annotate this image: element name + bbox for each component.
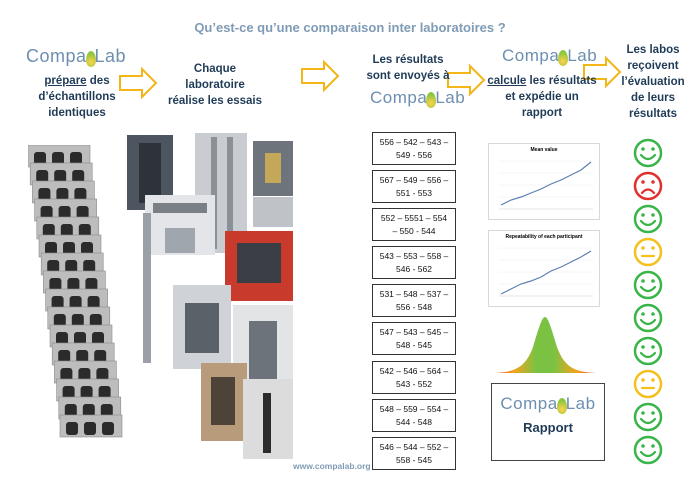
logo-text-right: Lab [565,394,596,413]
result-line-1: 567 – 549 – 556 – [379,175,449,185]
step-prepare-text-1: des [86,75,110,87]
result-line-1: 556 – 542 – 543 – [379,137,449,147]
neutral-smiley-icon [633,369,663,399]
result-box: 548 – 559 – 554 – 544 - 548 [372,399,456,432]
logo-text-left: Compa [502,46,560,65]
arrow-right-icon [583,56,622,88]
result-line-1: 546 – 544 – 552 – [379,442,449,452]
compalab-logo: Compa Lab [370,88,465,108]
step-tests-text-2: laboratoire [185,79,245,91]
step-evaluation-text-1: Les labos [626,44,680,56]
step-prepare: prépare des d’échantillons identiques [22,73,132,121]
step-calculate-text-2: et expédie un [505,91,579,103]
result-line-1: 542 – 546 – 564 – [379,366,449,376]
mean-value-chart: Mean value [488,143,600,220]
result-box: 547 – 543 – 545 – 548 - 545 [372,322,456,355]
happy-smiley-icon [633,402,663,432]
step-send-text-1: Les résultats [372,54,444,66]
result-box: 552 – 5551 – 554 – 550 - 544 [372,208,456,241]
logo-drop-icon [85,51,96,67]
logo-text-right: Lab [94,46,127,66]
happy-smiley-icon [633,435,663,465]
result-line-2: 544 - 548 [396,417,432,427]
result-line-1: 552 – 5551 – 554 [380,213,448,223]
step-tests-text-3: réalise les essais [168,95,262,107]
logo-text-left: Compa [370,88,428,107]
result-box: 542 – 546 – 564 – 543 - 552 [372,361,456,394]
result-line-2: 546 - 562 [396,264,432,274]
happy-smiley-icon [633,138,663,168]
result-line-2: 543 - 552 [396,379,432,389]
testing-machines-photo [127,133,293,459]
result-box: 543 – 553 – 558 – 546 - 562 [372,246,456,279]
report-card: Compa Lab Rapport [491,383,605,461]
result-line-2: 558 - 545 [396,455,432,465]
logo-text-right: Lab [567,46,598,65]
compalab-logo: Compa Lab [26,46,126,67]
arrow-right-icon [447,64,486,96]
result-line-2: 556 - 548 [396,302,432,312]
arrow-right-icon [301,60,340,92]
logo-drop-icon [558,50,569,66]
result-box: 556 – 542 – 543 – 549 - 556 [372,132,456,165]
arrow-right-icon [119,67,158,99]
step-tests: Chaque laboratoire réalise les essais [160,61,270,109]
neutral-smiley-icon [633,237,663,267]
logo-drop-icon [556,398,567,414]
result-line-1: 548 – 559 – 554 – [379,404,449,414]
compalab-logo: Compa Lab [492,394,604,414]
result-line-1: 543 – 553 – 558 – [379,251,449,261]
samples-photo [28,145,123,438]
step-calculate-text-1: les résultats [526,75,597,87]
happy-smiley-icon [633,204,663,234]
gaussian-curve-icon [489,317,601,373]
result-box: 531 – 548 – 537 – 556 - 548 [372,284,456,317]
logo-text-left: Compa [500,394,558,413]
result-line-2: 551 - 553 [396,188,432,198]
result-line-2: 549 - 556 [396,150,432,160]
happy-smiley-icon [633,336,663,366]
repeatability-chart: Repeatability of each participant [488,230,600,307]
result-line-2: – 550 - 544 [392,226,436,236]
result-box: 546 – 544 – 552 – 558 - 545 [372,437,456,470]
page-title: Qu’est-ce qu’une comparaison inter labor… [194,20,506,35]
result-line-2: 548 - 545 [396,340,432,350]
result-box: 567 – 549 – 556 – 551 - 553 [372,170,456,203]
step-evaluation-text-4: de leurs [630,92,676,104]
report-label: Rapport [523,420,573,435]
result-line-1: 547 – 543 – 545 – [379,327,449,337]
website-link[interactable]: www.compalab.org [293,461,371,471]
happy-smiley-icon [633,270,663,300]
repeatability-plot [499,247,593,297]
logo-drop-icon [426,92,437,108]
logo-text-left: Compa [26,46,87,66]
step-evaluation: Les labos reçoivent l’évaluation de leur… [613,42,693,122]
step-prepare-text-3: identiques [48,107,106,119]
happy-smiley-icon [633,303,663,333]
step-send-text-2: sont envoyés à [366,70,450,82]
step-prepare-text-2: d’échantillons [38,91,116,103]
step-evaluation-text-2: reçoivent [627,60,679,72]
step-evaluation-text-3: l’évaluation [621,76,685,88]
mean-value-chart-title: Mean value [530,147,558,153]
logo-text-right: Lab [435,88,466,107]
step-tests-text-1: Chaque [193,63,237,75]
step-prepare-verb: prépare [44,75,87,87]
mean-value-plot [499,160,593,210]
sad-smiley-icon [633,171,663,201]
step-send: Les résultats sont envoyés à [352,52,464,84]
step-evaluation-text-5: résultats [629,108,677,120]
step-calculate: calcule les résultats et expédie un rapp… [482,73,602,121]
step-calculate-text-3: rapport [521,107,563,119]
compalab-logo: Compa Lab [502,46,597,66]
repeatability-chart-title: Repeatability of each participant [505,234,583,240]
result-line-1: 531 – 548 – 537 – [379,289,449,299]
step-calculate-verb: calcule [487,75,527,87]
